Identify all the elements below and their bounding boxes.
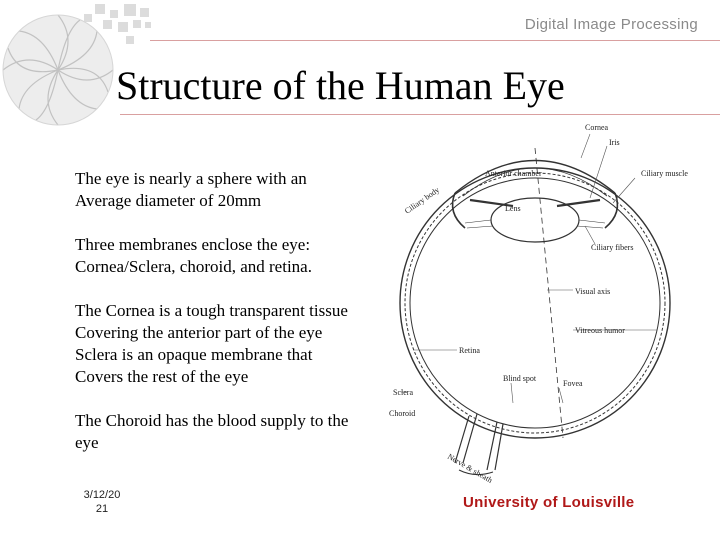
paragraph-cornea-sclera: The Cornea is a tough transparent tissue… xyxy=(75,300,405,388)
text-line: The eye is nearly a sphere with an xyxy=(75,169,307,188)
text-line: eye xyxy=(75,433,99,452)
label-visual-axis: Visual axis xyxy=(575,287,610,296)
pinwheel-logo-icon xyxy=(2,4,151,126)
title-divider xyxy=(120,114,720,115)
slide-number: 21 xyxy=(95,503,109,515)
label-anterior-chamber: Anterior chamber xyxy=(485,169,542,178)
label-blind-spot: Blind spot xyxy=(503,374,537,383)
slide-footer-info: 3/12/20 21 xyxy=(72,488,132,516)
header-divider xyxy=(150,40,720,41)
label-sclera: Sclera xyxy=(393,388,413,397)
text-line: Average diameter of 20mm xyxy=(75,191,262,210)
choroid-outline xyxy=(404,172,666,434)
retina-outline xyxy=(409,177,661,429)
text-line: Covering the anterior part of the eye xyxy=(75,323,323,342)
label-cornea: Cornea xyxy=(585,123,609,132)
optic-nerve xyxy=(454,413,504,471)
paragraph-eye-shape: The eye is nearly a sphere with an Avera… xyxy=(75,168,405,212)
university-name: University of Louisville xyxy=(463,494,635,511)
text-line: The Cornea is a tough transparent tissue xyxy=(75,301,348,320)
visual-axis xyxy=(534,147,564,439)
slide-date: 3/12/20 xyxy=(83,489,121,501)
label-vitreous-humor: Vitreous humor xyxy=(575,326,625,335)
text-line: Covers the rest of the eye xyxy=(75,367,249,386)
label-retina: Retina xyxy=(459,346,480,355)
label-ciliary-fibers: Ciliary fibers xyxy=(591,243,633,252)
slide-title: Structure of the Human Eye xyxy=(116,63,565,108)
text-line: Three membranes enclose the eye: xyxy=(75,235,311,254)
label-iris: Iris xyxy=(609,138,620,147)
slide-body: The eye is nearly a sphere with an Avera… xyxy=(75,168,405,476)
label-choroid: Choroid xyxy=(389,409,415,418)
sclera-outline xyxy=(399,167,671,439)
paragraph-membranes: Three membranes enclose the eye: Cornea/… xyxy=(75,234,405,278)
text-line: Sclera is an opaque membrane that xyxy=(75,345,313,364)
label-fovea: Fovea xyxy=(563,379,583,388)
text-line: Cornea/Sclera, choroid, and retina. xyxy=(75,257,312,276)
label-lens: Lens xyxy=(505,204,521,213)
eye-cross-section-diagram: Cornea Iris Ciliary muscle Ciliary body … xyxy=(389,123,688,485)
label-ciliary-muscle: Ciliary muscle xyxy=(641,169,688,178)
text-line: The Choroid has the blood supply to the xyxy=(75,411,349,430)
iris-outline xyxy=(469,198,601,208)
paragraph-choroid: The Choroid has the blood supply to the … xyxy=(75,410,405,454)
course-title: Digital Image Processing xyxy=(524,16,698,33)
